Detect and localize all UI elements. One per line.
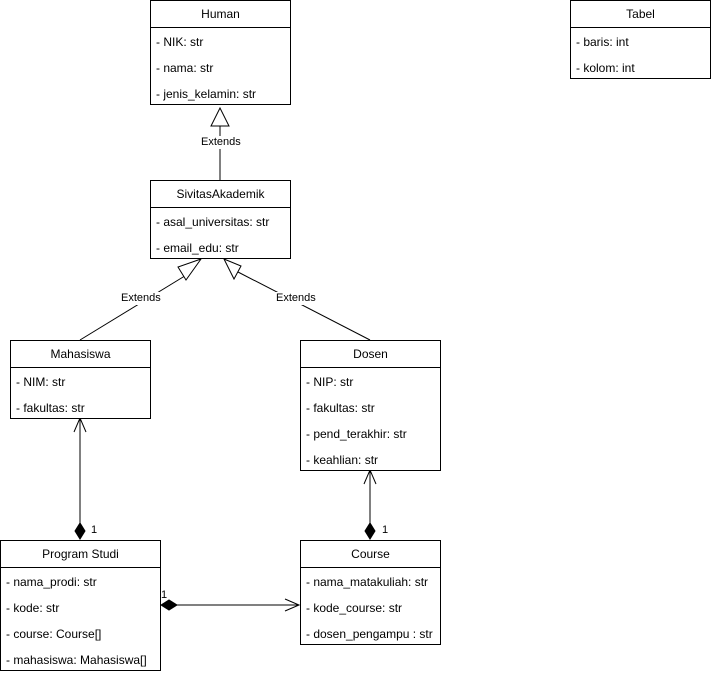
class-mahasiswa[interactable]: Mahasiswa - NIM: str - fakultas: str	[10, 340, 151, 419]
class-dosen[interactable]: Dosen - NIP: str - fakultas: str - pend_…	[300, 340, 441, 471]
class-human[interactable]: Human - NIK: str - nama: str - jenis_kel…	[150, 0, 291, 105]
composition-diamond-prodi-top	[74, 522, 86, 540]
class-dosen-attr-pend-terakhir: - pend_terakhir: str	[306, 427, 407, 441]
inheritance-arrowhead-sivitas-left	[177, 258, 203, 281]
inheritance-arrowhead-sivitas-right	[222, 258, 242, 281]
composition-diamond-prodi-right	[160, 599, 178, 611]
class-sivitas-attr-email-edu: - email_edu: str	[156, 241, 239, 255]
class-tabel-attr-kolom: - kolom: int	[576, 61, 635, 75]
class-dosen-title: Dosen	[301, 341, 440, 368]
class-mahasiswa-attr-fakultas: - fakultas: str	[16, 401, 85, 415]
class-prodi-attr-course: - course: Course[]	[6, 627, 102, 641]
class-human-attr-nik: - NIK: str	[156, 35, 204, 49]
extends-label-human: Extends	[200, 136, 242, 149]
multiplicity-prodi-mahasiswa: 1	[91, 524, 98, 536]
class-course-attr-kode-course: - kode_course: str	[306, 601, 403, 615]
class-prodi-attr-nama-prodi: - nama_prodi: str	[6, 575, 97, 589]
multiplicity-prodi-course: 1	[161, 589, 168, 601]
extends-line-dosen-sivitas	[237, 271, 371, 341]
class-dosen-attr-keahlian: - keahlian: str	[306, 453, 379, 467]
class-program-studi[interactable]: Program Studi - nama_prodi: str - kode: …	[0, 540, 161, 671]
class-prodi-attr-mahasiswa: - mahasiswa: Mahasiswa[]	[6, 653, 147, 667]
open-arrowhead-course	[284, 598, 301, 612]
composition-diamond-course-top	[364, 522, 376, 540]
class-tabel-attr-baris: - baris: int	[576, 35, 629, 49]
class-sivitas-attr-asal-universitas: - asal_universitas: str	[156, 215, 270, 229]
class-course-attr-dosen-pengampu: - dosen_pengampu : str	[306, 627, 433, 641]
class-mahasiswa-title: Mahasiswa	[11, 341, 150, 368]
class-sivitas-title: SivitasAkademik	[151, 181, 290, 208]
class-tabel[interactable]: Tabel - baris: int - kolom: int	[570, 0, 711, 79]
inheritance-arrowhead-human	[210, 106, 230, 127]
class-mahasiswa-attr-nim: - NIM: str	[16, 375, 66, 389]
class-course-attr-nama-matakuliah: - nama_matakuliah: str	[306, 575, 429, 589]
class-dosen-attr-fakultas: - fakultas: str	[306, 401, 375, 415]
class-human-attr-nama: - nama: str	[156, 61, 214, 75]
extends-label-mahasiswa: Extends	[120, 292, 162, 305]
extends-line-mahasiswa-sivitas	[79, 273, 189, 341]
class-tabel-title: Tabel	[571, 1, 710, 28]
class-dosen-attr-nip: - NIP: str	[306, 375, 354, 389]
class-prodi-attr-kode: - kode: str	[6, 601, 60, 615]
class-human-title: Human	[151, 1, 290, 28]
class-human-attr-jenis-kelamin: - jenis_kelamin: str	[156, 87, 257, 101]
class-course-title: Course	[301, 541, 440, 568]
class-course[interactable]: Course - nama_matakuliah: str - kode_cou…	[300, 540, 441, 645]
class-sivitas-akademik[interactable]: SivitasAkademik - asal_universitas: str …	[150, 180, 291, 259]
extends-label-dosen: Extends	[275, 292, 317, 305]
class-prodi-title: Program Studi	[1, 541, 160, 568]
multiplicity-course-dosen: 1	[382, 524, 389, 536]
